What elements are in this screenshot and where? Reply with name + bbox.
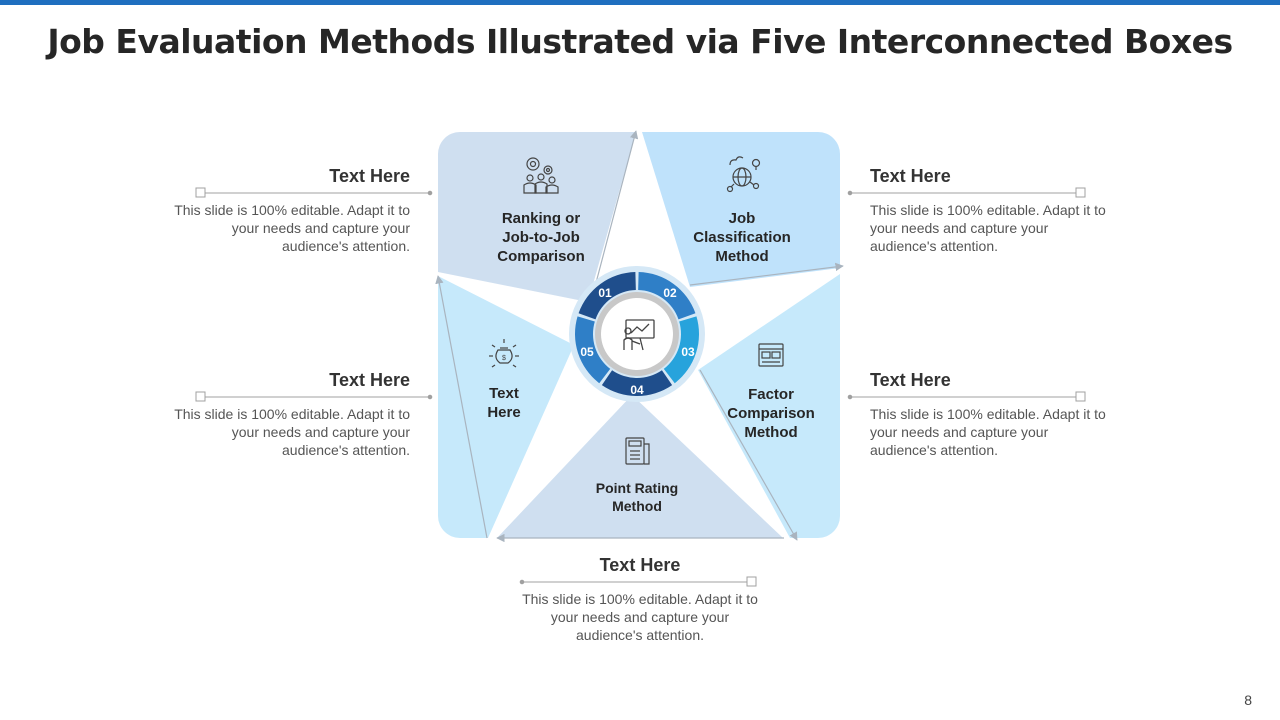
panel-factor (698, 274, 840, 538)
segment-number-02: 02 (663, 286, 677, 300)
ring-segment-03 (663, 316, 699, 384)
panel-edge-arrow-2 (689, 262, 844, 286)
panel-classification (642, 132, 840, 287)
top-accent-bar (0, 0, 1280, 5)
connector-end-square (1075, 187, 1086, 198)
team-gears-icon (523, 157, 559, 194)
page-number: 8 (1244, 692, 1252, 708)
callout-mid-left: Text Here This slide is 100% editable. A… (170, 370, 410, 459)
segment-number-03: 03 (681, 345, 695, 359)
callout-heading: Text Here (870, 166, 951, 186)
segment-number-05: 05 (580, 345, 594, 359)
callout-text: This slide is 100% editable. Adapt it to… (174, 406, 410, 458)
callout-top-left: Text Here This slide is 100% editable. A… (170, 166, 410, 255)
callout-heading: Text Here (870, 370, 951, 390)
connector-end-square (746, 576, 757, 587)
segment-label-point-rating: Point Rating Method (595, 480, 679, 514)
connector-end-square (195, 391, 206, 402)
connector-dot (519, 579, 525, 585)
panel-edge-arrow-5 (435, 275, 488, 539)
callout-text: This slide is 100% editable. Adapt it to… (870, 406, 1106, 458)
slide-title: Job Evaluation Methods Illustrated via F… (47, 22, 1233, 61)
panel-text-here (438, 276, 574, 538)
center-disc (601, 298, 673, 370)
callout-heading: Text Here (329, 370, 410, 390)
callout-text: This slide is 100% editable. Adapt it to… (870, 202, 1106, 254)
panel-ranking (438, 132, 636, 302)
segment-label-ranking: Ranking or Job-to-Job Comparison (497, 210, 585, 265)
globe-network-icon (726, 156, 761, 193)
segment-number-01: 01 (598, 286, 612, 300)
svg-text:$: $ (502, 355, 506, 362)
ring-segment-04 (601, 370, 673, 396)
calculator-icon (625, 437, 650, 465)
callout-bottom: Text Here This slide is 100% editable. A… (520, 555, 760, 644)
callout-text: This slide is 100% editable. Adapt it to… (174, 202, 410, 254)
segment-label-text-here: Text Here (487, 385, 521, 421)
connector-dot (427, 394, 433, 400)
presentation-icon (623, 319, 655, 351)
callout-top-right: Text Here This slide is 100% editable. A… (870, 166, 1110, 255)
ring-segment-01 (578, 272, 636, 320)
callout-heading: Text Here (599, 555, 681, 575)
connector-end-square (1075, 391, 1086, 402)
segment-label-classification: Job Classification Method (693, 210, 791, 265)
segment-number-04: 04 (630, 383, 644, 397)
connector-end-square (195, 187, 206, 198)
panel-point-rating (497, 395, 783, 538)
callout-mid-right: Text Here This slide is 100% editable. A… (870, 370, 1110, 459)
segment-label-factor: Factor Comparison Method (727, 386, 815, 441)
ring-segment-05 (575, 316, 611, 384)
connector-dot (847, 190, 853, 196)
comparison-board-icon (758, 343, 784, 367)
connector-dot (847, 394, 853, 400)
connector-dot (427, 190, 433, 196)
money-bag-icon: $ (489, 339, 519, 368)
callout-text: This slide is 100% editable. Adapt it to… (522, 591, 758, 643)
ring-segment-02 (638, 272, 696, 320)
panel-edge-arrow-1 (591, 130, 639, 299)
callout-heading: Text Here (329, 166, 410, 186)
panel-edge-arrow-3 (699, 369, 798, 541)
